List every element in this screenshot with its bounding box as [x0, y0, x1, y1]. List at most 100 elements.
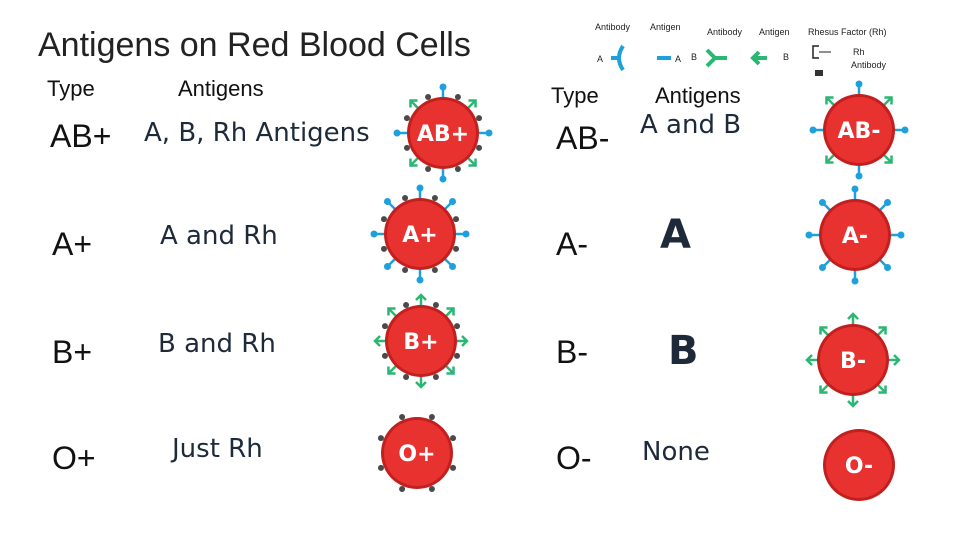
antigen-a-tip-icon — [383, 263, 391, 271]
antigen-a-tip-icon — [884, 198, 892, 206]
rh-factor-icon — [428, 413, 435, 420]
antigen-b-arrow-icon — [415, 293, 427, 301]
antigen-a-tip-icon — [901, 126, 909, 134]
page-title: Antigens on Red Blood Cells — [38, 26, 471, 64]
rh-antibody-icon — [815, 70, 823, 76]
antigen-a-tip-icon — [884, 264, 892, 272]
legend-rh-antibody-label: Antibody — [851, 60, 887, 70]
rh-factor-icon — [380, 245, 387, 252]
cell-label: O- — [845, 454, 873, 479]
type-a-neg: A- — [556, 226, 588, 262]
type-o-neg: O- — [556, 440, 592, 476]
antigens-b-pos: B and Rh — [158, 329, 276, 359]
antigen-b-arrow-icon — [387, 366, 396, 375]
rh-factor-icon — [425, 93, 432, 100]
antigen-b-arrow-icon — [446, 307, 455, 316]
rh-factor-icon — [399, 413, 406, 420]
antigen-a-tip-icon — [818, 198, 826, 206]
rh-factor-icon — [450, 435, 457, 442]
antigen-b-arrow-icon — [409, 158, 418, 167]
antigen-b-arrow-icon — [884, 96, 893, 105]
legend-a-label: A — [597, 54, 603, 64]
legend-antibody2-label: Antibody — [707, 27, 743, 37]
antigen-b-arrow-icon — [409, 99, 418, 108]
rh-factor-icon — [425, 166, 432, 173]
rh-factor-icon — [432, 301, 439, 308]
antigens-a-pos: A and Rh — [160, 221, 278, 251]
antigen-b-icon — [750, 50, 767, 66]
rh-factor-icon — [402, 267, 409, 274]
cell-body-icon — [384, 420, 450, 486]
type-b-neg: B- — [556, 334, 588, 370]
rh-factor-icon — [380, 216, 387, 223]
cell-body-icon — [826, 432, 892, 498]
antigen-a-tip-icon — [897, 231, 905, 239]
cell-o-neg-icon: O- — [823, 429, 895, 501]
cell-b-pos-icon: B+ — [373, 293, 469, 389]
legend-b-label: B — [691, 52, 697, 62]
antigen-b-arrow-icon — [387, 307, 396, 316]
cell-label: B- — [840, 349, 866, 374]
rh-factor-icon — [431, 267, 438, 274]
rh-factor-icon — [454, 93, 461, 100]
antigen-b-icon — [882, 153, 893, 164]
antigen-b-arrow-icon — [847, 400, 859, 408]
antigens-a-neg: A — [660, 212, 691, 258]
antibody-b-icon — [705, 48, 727, 68]
rh-factor-icon — [454, 323, 461, 330]
antigen-b-arrow-icon — [825, 155, 834, 164]
antigen-b-arrow-icon — [878, 326, 887, 335]
antigen-b-arrow-icon — [446, 366, 455, 375]
cell-label: O+ — [398, 442, 435, 467]
type-ab-neg: AB- — [556, 120, 610, 156]
antigen-b-arrow-icon — [415, 381, 427, 389]
antigen-b-arrow-icon — [461, 335, 469, 347]
type-a-pos: A+ — [52, 226, 93, 262]
rh-factor-icon — [450, 464, 457, 471]
rh-factor-icon — [381, 323, 388, 330]
rh-factor-icon — [403, 301, 410, 308]
antigen-b-arrow-icon — [847, 312, 859, 320]
cell-body-icon — [388, 308, 454, 374]
antigens-ab-neg: A and B — [640, 110, 742, 140]
antigen-a-tip-icon — [851, 277, 859, 285]
antigen-b-icon — [876, 383, 887, 394]
rh-antigen-icon — [812, 45, 819, 59]
rh-factor-icon — [403, 115, 410, 122]
header-type-left: Type — [47, 76, 95, 101]
rh-factor-icon — [454, 166, 461, 173]
antigen-a-tip-icon — [370, 230, 378, 238]
rh-factor-icon — [403, 374, 410, 381]
rh-factor-icon — [476, 115, 483, 122]
legend-b2-label: B — [783, 52, 789, 62]
antigen-b-icon — [825, 96, 836, 107]
antigen-b-icon — [819, 326, 830, 337]
cell-body-icon — [826, 97, 892, 163]
antigen-b-arrow-icon — [893, 354, 901, 366]
cell-body-icon — [387, 201, 453, 267]
cell-ab-pos-icon: AB+ — [393, 83, 493, 183]
cell-label: B+ — [403, 330, 438, 355]
legend-antigen-label: Antigen — [650, 22, 681, 32]
antigen-a-tip-icon — [439, 83, 447, 91]
cell-label: A- — [842, 224, 868, 249]
rh-factor-icon — [432, 374, 439, 381]
legend-a2-label: A — [675, 54, 681, 64]
antigen-b-icon — [819, 383, 830, 394]
antigen-a-tip-icon — [416, 184, 424, 192]
antigen-b-arrow-icon — [819, 385, 828, 394]
header-antigens-right: Antigens — [655, 83, 741, 108]
cell-label: AB+ — [417, 122, 469, 147]
cell-body-icon — [820, 327, 886, 393]
legend-antigen2-label: Antigen — [759, 27, 790, 37]
antigen-a-tip-icon — [393, 129, 401, 137]
antigen-a-tip-icon — [462, 230, 470, 238]
antigen-b-arrow-icon — [373, 335, 381, 347]
antigen-a-tip-icon — [449, 263, 457, 271]
antigens-b-neg: B — [668, 328, 699, 374]
rh-factor-icon — [377, 435, 384, 442]
rh-factor-icon — [431, 194, 438, 201]
antigen-b-arrow-icon — [819, 326, 828, 335]
cell-label: A+ — [402, 223, 437, 248]
cell-body-icon — [410, 100, 476, 166]
